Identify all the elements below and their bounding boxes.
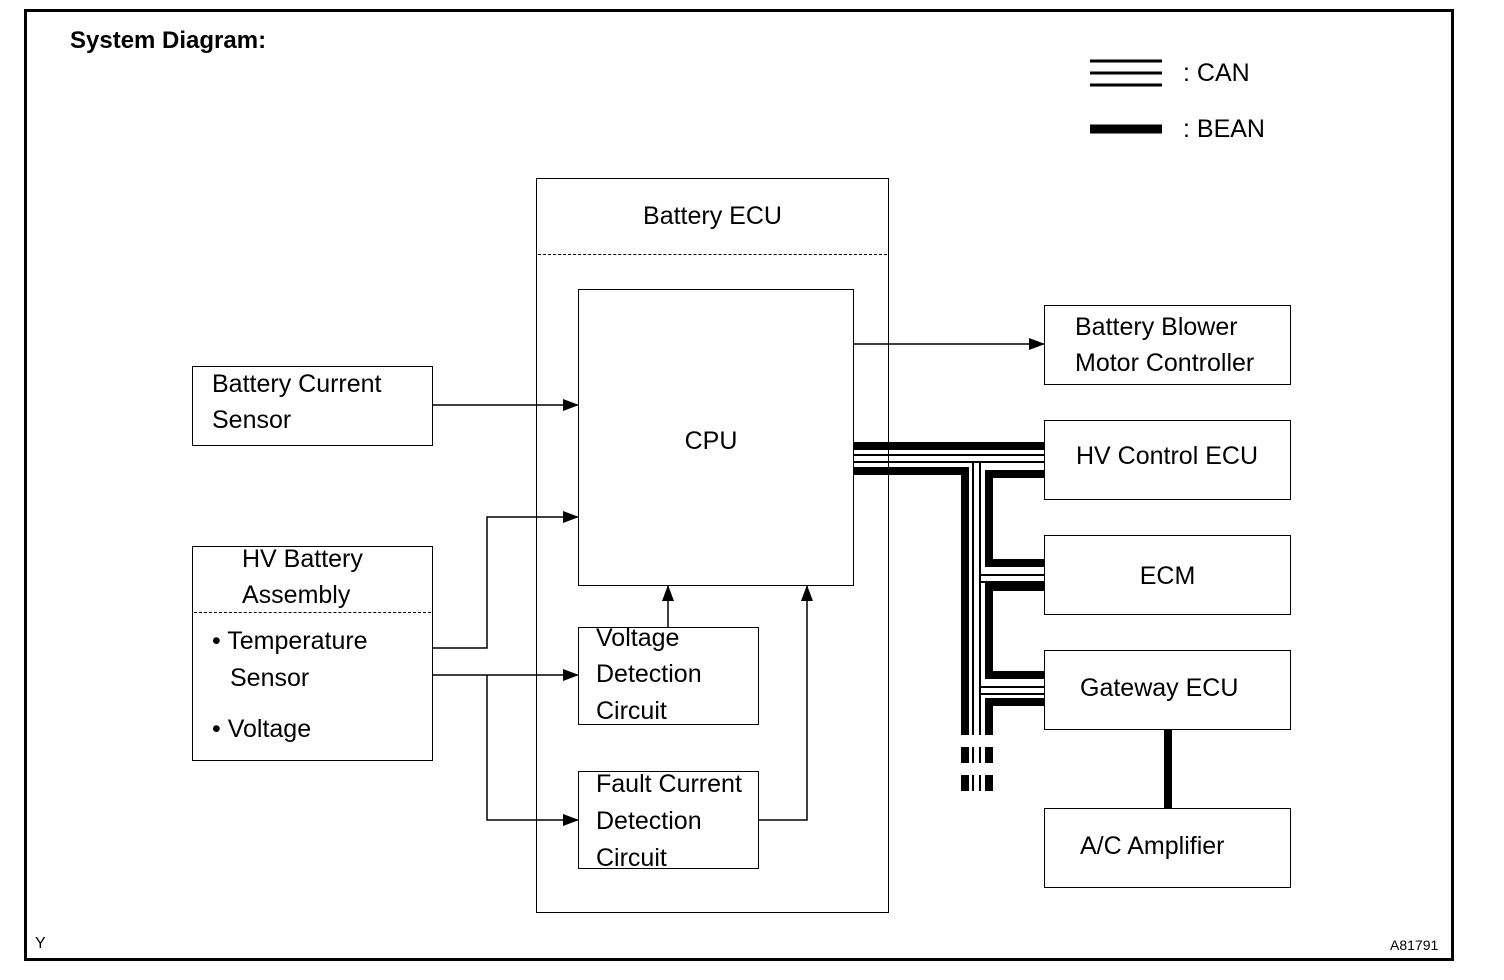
hv-control-ecu-box [1044, 420, 1291, 500]
legend-can-label: : CAN [1183, 59, 1250, 87]
voltage-detection-line2: Detection [596, 660, 702, 688]
can-bus [853, 454, 1044, 735]
ecm-label: ECM [1139, 562, 1196, 590]
bean-bus [853, 442, 1172, 808]
fault-detection-box [578, 771, 759, 869]
battery-current-sensor-line2: Sensor [212, 406, 292, 434]
figure-id: A81791 [1390, 937, 1439, 953]
gateway-ecu-box [1044, 650, 1291, 730]
legend-bean-label: : BEAN [1183, 115, 1265, 143]
fault-detection-line3: Circuit [596, 844, 667, 872]
fault-detection-line1: Fault Current [596, 770, 742, 798]
hv-battery-divider [194, 612, 431, 613]
gateway-ecu-label: Gateway ECU [1080, 674, 1239, 702]
legend-can-line [1090, 59, 1162, 87]
ecm-box [1044, 535, 1291, 615]
battery-ecu-label: Battery ECU [643, 202, 782, 230]
battery-current-sensor-line1: Battery Current [212, 370, 382, 398]
diagram-frame [24, 9, 1454, 961]
hv-battery-header-line2: Assembly [242, 581, 351, 609]
battery-current-sensor-box [192, 366, 433, 446]
battery-ecu-box [536, 178, 889, 913]
cpu-box [578, 289, 854, 586]
can-bus-dashed [972, 747, 981, 791]
diagram-title: System Diagram: [70, 27, 267, 54]
ac-amplifier-label: A/C Amplifier [1080, 832, 1225, 860]
voltage-detection-line3: Circuit [596, 697, 667, 725]
arrow-temperature-to-cpu [433, 511, 579, 649]
hv-battery-box [192, 546, 433, 761]
hv-battery-item-sensor: Sensor [230, 664, 310, 692]
corner-code-left: Y [35, 935, 46, 952]
fault-detection-line2: Detection [596, 807, 702, 835]
arrow-fault-detection-to-cpu [758, 585, 813, 821]
battery-ecu-divider [538, 254, 887, 255]
cpu-label: CPU [684, 427, 738, 455]
bean-bus-dashed [961, 747, 993, 791]
ac-amplifier-box [1044, 808, 1291, 888]
voltage-detection-box [578, 627, 759, 725]
battery-blower-line1: Battery Blower [1075, 313, 1238, 341]
hv-battery-item-voltage: • Voltage [212, 715, 312, 743]
battery-blower-box [1044, 305, 1291, 385]
hv-battery-item-temperature: • Temperature [212, 627, 368, 655]
battery-blower-line2: Motor Controller [1075, 349, 1255, 377]
arrow-voltage-to-fault [486, 675, 579, 826]
hv-battery-header-line1: HV Battery [242, 545, 363, 573]
hv-control-ecu-label: HV Control ECU [1076, 442, 1258, 470]
voltage-detection-line1: Voltage [596, 624, 680, 652]
